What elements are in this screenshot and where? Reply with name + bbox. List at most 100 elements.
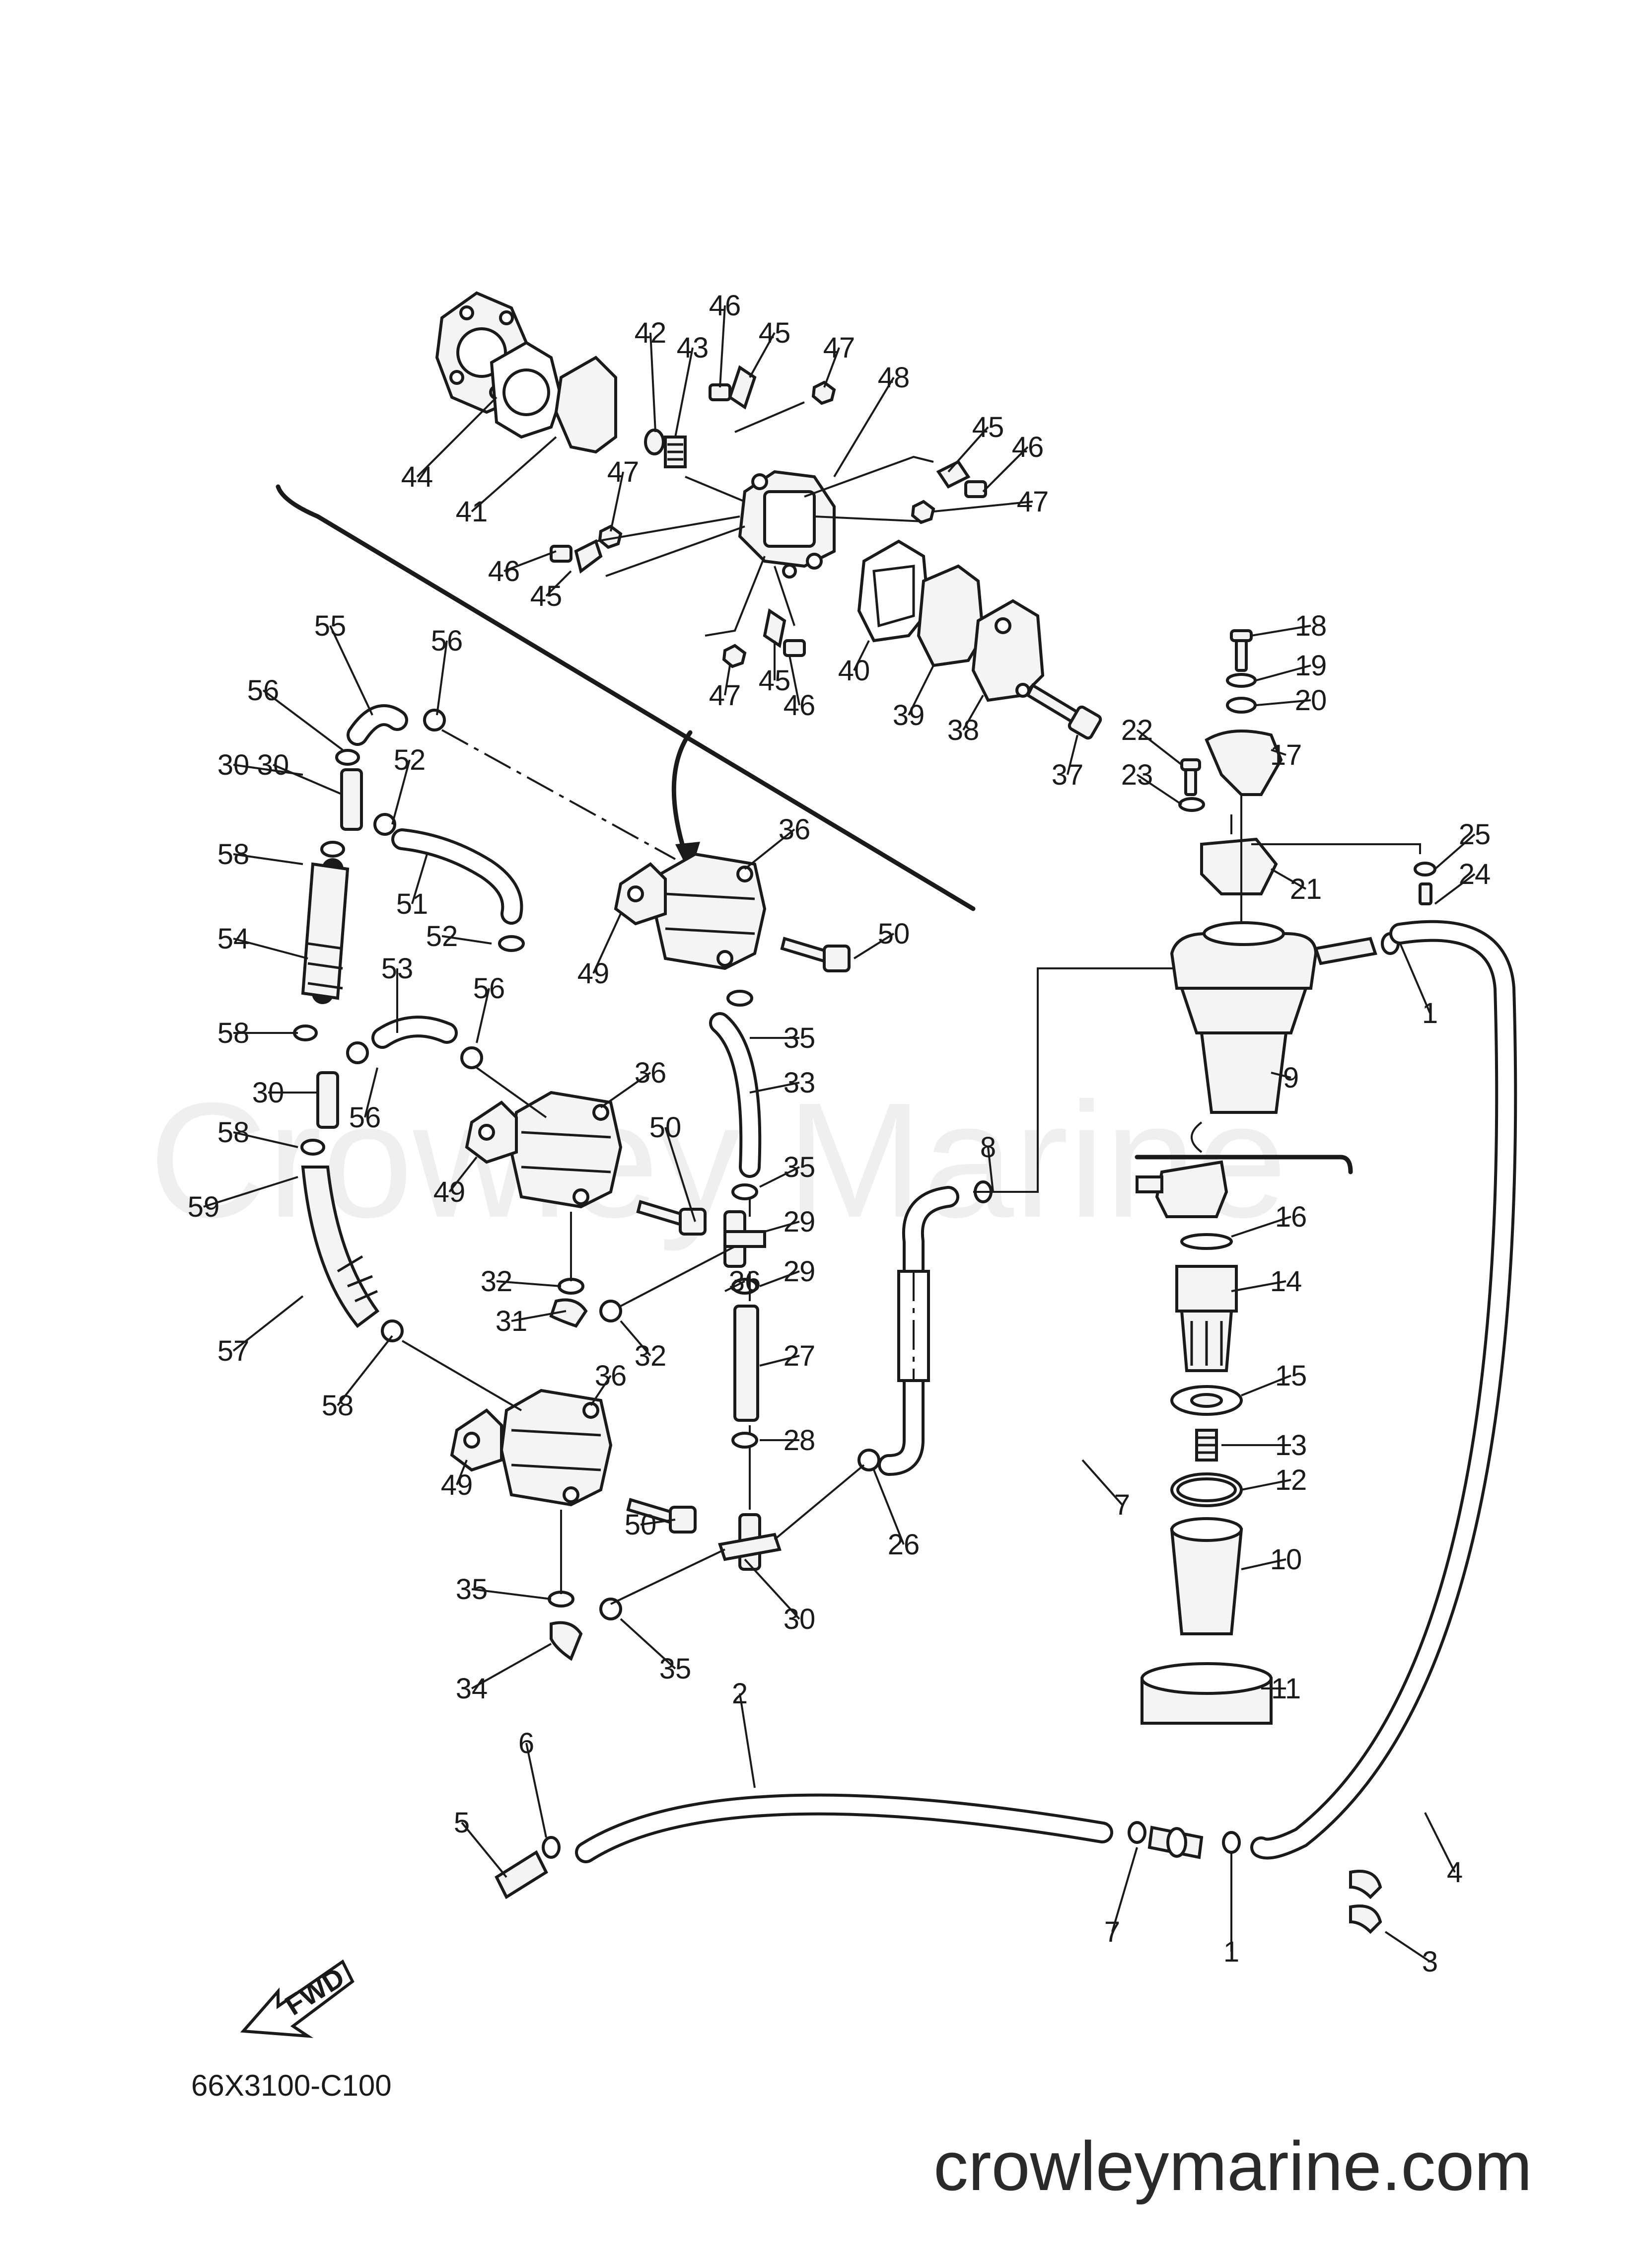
callout-label: 15 bbox=[1275, 1360, 1307, 1392]
callout-leader bbox=[448, 1156, 478, 1193]
callout-label: 46 bbox=[1012, 431, 1044, 463]
upper-assembly-leader-lines bbox=[595, 401, 934, 637]
callout-leader bbox=[471, 436, 557, 512]
callout-label: 36 bbox=[729, 1265, 761, 1298]
callout-leader bbox=[788, 655, 800, 706]
callout-label: 45 bbox=[972, 411, 1004, 443]
callout-label: 13 bbox=[1275, 1429, 1307, 1462]
callout-leader bbox=[1256, 699, 1311, 706]
callout-label: 49 bbox=[433, 1176, 466, 1208]
callout-leader bbox=[233, 853, 303, 865]
callout-label: 35 bbox=[784, 1022, 816, 1054]
callout-label: 32 bbox=[635, 1340, 667, 1372]
callout-leader bbox=[759, 1355, 800, 1367]
callout-leader bbox=[908, 665, 934, 716]
assembly-arrow bbox=[671, 730, 693, 857]
callout-leader bbox=[471, 1588, 552, 1600]
callout-label: 3 bbox=[1422, 1946, 1438, 1978]
callout-leader bbox=[759, 1166, 800, 1188]
callout-leader bbox=[739, 1693, 756, 1788]
callout-label: 45 bbox=[759, 664, 791, 697]
callout-label: 21 bbox=[1290, 873, 1322, 905]
callout-leader bbox=[664, 1127, 696, 1222]
callout-label: 20 bbox=[1295, 684, 1327, 717]
callout-label: 35 bbox=[456, 1573, 488, 1606]
callout-label: 49 bbox=[577, 957, 610, 990]
part-48-pump-body bbox=[738, 470, 836, 579]
callout-leader bbox=[719, 305, 726, 388]
callout-label: 22 bbox=[1121, 714, 1153, 746]
callout-label: 48 bbox=[878, 362, 910, 394]
callout-label: 6 bbox=[518, 1727, 534, 1759]
filter-bracket-18-26 bbox=[1178, 629, 1436, 934]
callout-leader bbox=[233, 938, 308, 959]
callout-label: 25 bbox=[1459, 818, 1491, 851]
callout-leader bbox=[933, 501, 1033, 512]
callout-label: 7 bbox=[1104, 1916, 1120, 1948]
callout-leader bbox=[590, 1375, 612, 1406]
callout-label: 36 bbox=[595, 1360, 627, 1392]
part-callouts: 1123456778910111213141516171819202122232… bbox=[188, 290, 1491, 1978]
part-40-gasket bbox=[857, 539, 930, 643]
callout-leader bbox=[962, 695, 984, 731]
callout-label: 27 bbox=[784, 1340, 816, 1372]
callout-label: 31 bbox=[496, 1305, 528, 1337]
callout-leader bbox=[620, 1618, 676, 1670]
callout-label: 42 bbox=[635, 317, 667, 349]
callout-label: 43 bbox=[677, 332, 709, 364]
callout-leader bbox=[203, 1176, 298, 1208]
callout-leader bbox=[273, 764, 343, 796]
callout-leader bbox=[1067, 734, 1078, 775]
callout-leader bbox=[749, 332, 776, 378]
callout-label: 29 bbox=[784, 1206, 816, 1238]
callout-label: 14 bbox=[1270, 1265, 1302, 1298]
callout-leader bbox=[1081, 1459, 1123, 1506]
callout-label: 34 bbox=[456, 1673, 488, 1705]
callout-leader bbox=[364, 1067, 378, 1118]
callout-leader bbox=[1256, 664, 1311, 681]
callout-label: 12 bbox=[1275, 1464, 1307, 1496]
callout-leader bbox=[1434, 873, 1476, 905]
callout-label: 38 bbox=[947, 714, 980, 746]
part-41-gasket bbox=[490, 341, 563, 439]
callout-leader bbox=[987, 1147, 994, 1192]
part-36-fuel-pump-middle bbox=[465, 1091, 707, 1236]
callout-label: 29 bbox=[784, 1255, 816, 1288]
part-41-diaphragm bbox=[554, 356, 617, 454]
callout-leader bbox=[724, 1280, 745, 1292]
callout-label: 11 bbox=[1271, 1673, 1301, 1705]
callout-leader bbox=[329, 625, 373, 716]
callout-leader bbox=[496, 1280, 562, 1287]
callout-label: 49 bbox=[441, 1469, 473, 1501]
callout-label: 55 bbox=[314, 610, 347, 642]
callout-leader bbox=[1271, 868, 1306, 890]
callout-label: 5 bbox=[454, 1807, 470, 1839]
callout-label: 35 bbox=[659, 1653, 692, 1685]
callout-label: 30 bbox=[257, 749, 289, 781]
callout-label: 40 bbox=[838, 655, 870, 687]
callout-label: 59 bbox=[188, 1191, 220, 1223]
callout-leader bbox=[545, 570, 572, 597]
callout-leader bbox=[749, 1082, 800, 1094]
callout-label: 36 bbox=[635, 1057, 667, 1089]
callout-label: 50 bbox=[625, 1509, 657, 1541]
callout-label: 56 bbox=[247, 674, 280, 707]
callout-label: 46 bbox=[784, 689, 816, 722]
callout-label: 56 bbox=[431, 625, 463, 657]
diagram-code: 66X3100-C100 bbox=[191, 2069, 392, 2102]
callout-label: 58 bbox=[217, 1017, 250, 1049]
callout-leader bbox=[1136, 774, 1183, 805]
callout-label: 30 bbox=[784, 1603, 816, 1635]
callout-leader bbox=[1271, 1072, 1291, 1079]
callout-label: 50 bbox=[878, 918, 910, 950]
part-39-diaphragm bbox=[917, 564, 985, 667]
callout-label: 44 bbox=[401, 461, 433, 493]
callout-label: 46 bbox=[488, 555, 520, 587]
callout-leader bbox=[233, 1131, 298, 1148]
callout-label: 53 bbox=[381, 952, 414, 985]
callout-label: 56 bbox=[473, 972, 505, 1005]
callout-leader bbox=[592, 913, 622, 974]
callout-label: 28 bbox=[784, 1424, 816, 1457]
callout-leader bbox=[982, 446, 1029, 493]
